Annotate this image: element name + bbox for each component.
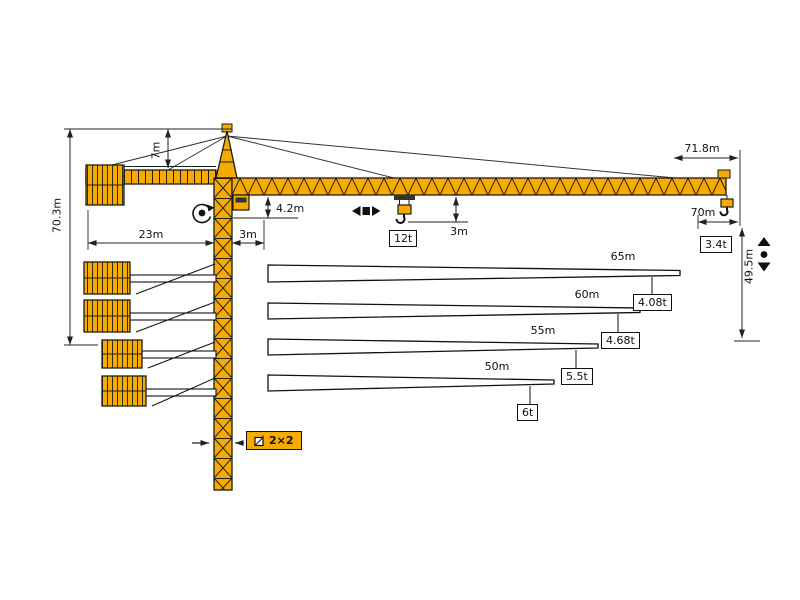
counterweight-option-1 — [83, 261, 217, 295]
jib-variant-capacity-badge-50m: 6t — [517, 404, 539, 421]
counterweight-main — [85, 164, 125, 206]
extension-lines — [64, 128, 760, 346]
counterweight-option-3 — [101, 339, 217, 369]
max-load-badge: 12t — [389, 230, 418, 247]
trolley-hook — [394, 195, 415, 224]
hook-travel-icon — [757, 237, 771, 272]
slewing-icon — [192, 203, 215, 224]
jib-outline-60m — [267, 302, 641, 320]
jib-variant-outlines — [267, 264, 681, 392]
tip-hook — [719, 195, 734, 217]
mast-section-icon — [254, 435, 264, 446]
counter-jib-length-label: 23m — [138, 228, 164, 241]
jib-variant-capacity-badge-60m: 4.68t — [601, 332, 640, 349]
jib-variant-length-label-65m: 65m — [610, 250, 636, 263]
operator-cab — [232, 194, 250, 211]
jib-variant-capacity-badge-65m: 4.08t — [633, 294, 672, 311]
trolley-travel-icon — [352, 206, 381, 216]
tower-head — [215, 123, 238, 179]
jib-variant-length-label-55m: 55m — [530, 324, 556, 337]
jib-section-height-label: 4.2m — [276, 202, 305, 215]
working-radius-label: 70m — [690, 206, 716, 219]
jib-outline-55m — [267, 338, 599, 356]
jib-outline-50m — [267, 374, 555, 392]
dimension-lines — [67, 129, 745, 345]
jib-variant-length-label-60m: 60m — [574, 288, 600, 301]
mast-section-label: 2×2 — [269, 434, 294, 447]
hook-clearance-label: 3m — [450, 225, 468, 238]
tip-load-badge: 3.4t — [700, 236, 732, 253]
capacity-leader-lines — [529, 277, 653, 404]
total-height-label: 70.3m — [50, 197, 64, 234]
tower-mast — [213, 177, 233, 491]
pendant-lines — [95, 135, 687, 180]
mast-section-badge: 2×2 — [246, 431, 302, 450]
tower-head-height-label: 7m — [149, 141, 163, 160]
hook-height-label: 49.5m — [742, 248, 756, 285]
jib-outline-65m — [267, 264, 681, 283]
counterweight-option-2 — [83, 299, 217, 333]
jib-variant-length-label-50m: 50m — [484, 360, 510, 373]
main-jib — [231, 169, 731, 196]
rear-clearance-label: 3m — [239, 228, 257, 241]
max-jib-length-label: 71.8m — [684, 142, 720, 155]
jib-variant-capacity-badge-55m: 5.5t — [561, 368, 593, 385]
counterweight-option-4 — [101, 375, 217, 407]
